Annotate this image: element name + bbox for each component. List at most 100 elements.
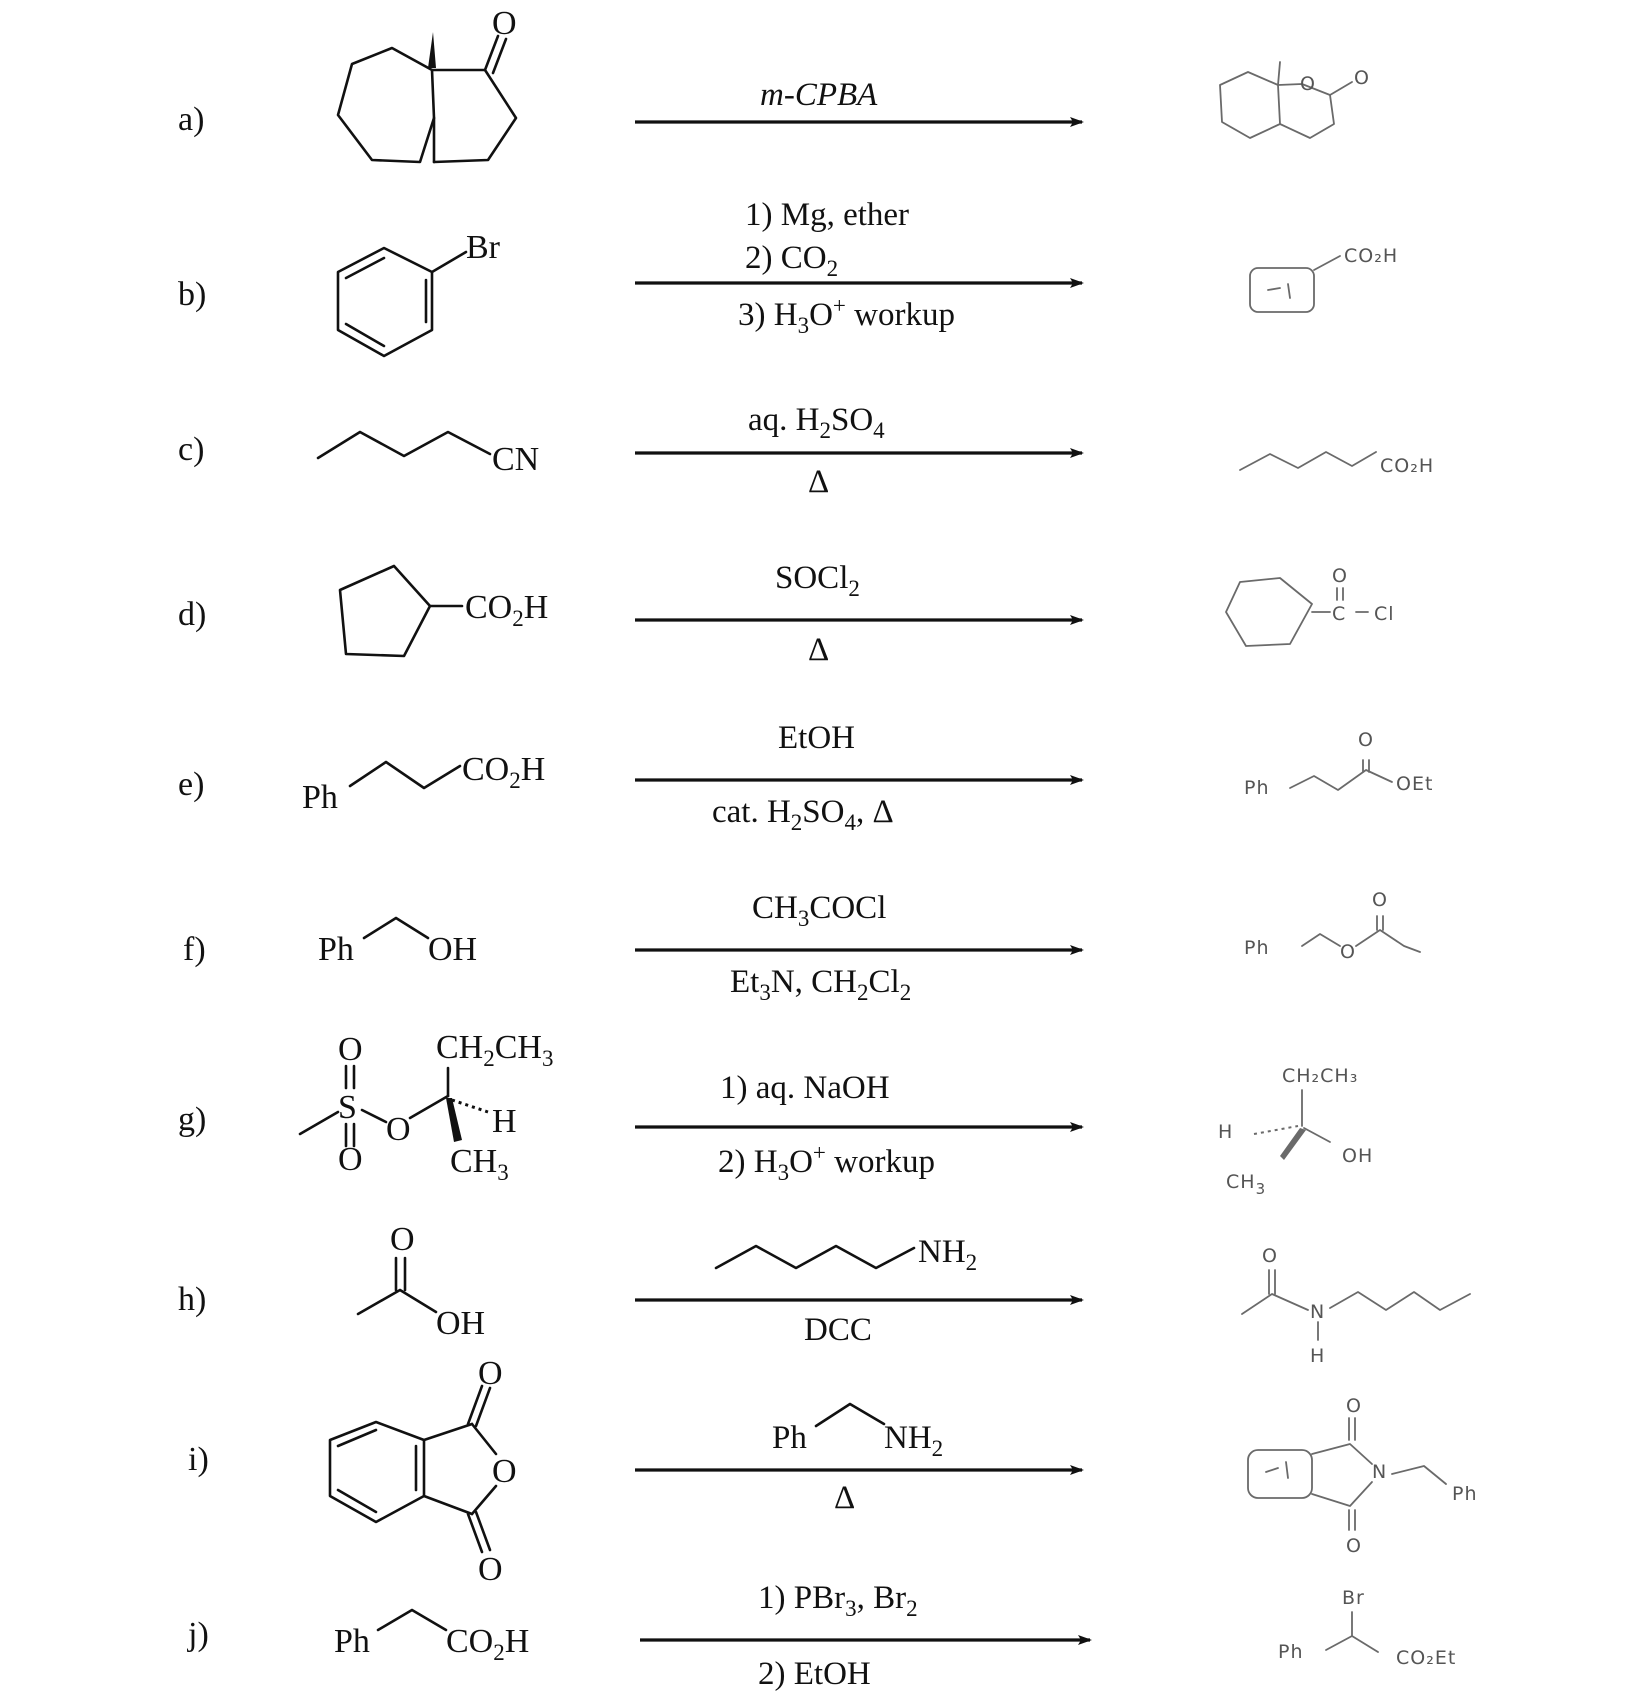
g-oxygen-top: O (338, 1031, 363, 1068)
reaction-h: O OH NH2 DCC O N H (356, 1221, 1471, 1367)
e-product: Ph O OEt (1244, 729, 1432, 799)
b-reagent-2: 2) CO2 (745, 240, 838, 281)
g-ethyl-group: CH2CH3 (436, 1029, 553, 1071)
i-reagent-phenyl: Ph (772, 1420, 807, 1456)
b-product: CO₂H (1249, 245, 1398, 313)
c-product-carboxyl: CO₂H (1380, 455, 1434, 477)
label-g: g) (178, 1101, 206, 1138)
b-starting-material: Br (336, 229, 501, 358)
a-ketone-oxygen: O (492, 5, 517, 42)
f-reagent-1: CH3COCl (752, 890, 886, 931)
f-hydroxyl: OH (428, 931, 477, 968)
i-product-oxygen-top: O (1346, 1395, 1362, 1417)
g-oxygen-bottom: O (338, 1141, 363, 1178)
f-phenyl: Ph (318, 931, 354, 968)
j-product-phenyl: Ph (1278, 1641, 1304, 1663)
e-product-phenyl: Ph (1244, 777, 1270, 799)
d-product-chlorine: Cl (1374, 603, 1395, 625)
i-carbonyl-oxygen-top: O (478, 1355, 503, 1392)
g-reagent-1: 1) aq. NaOH (720, 1070, 890, 1106)
reaction-g: O S O O CH2CH3 H CH3 1) aq. NaOH 2) H3O+… (298, 1029, 1373, 1198)
b-product-carboxyl: CO₂H (1344, 245, 1398, 267)
e-phenyl: Ph (302, 779, 338, 816)
reaction-f: Ph OH CH3COCl Et3N, CH2Cl2 Ph O O (318, 889, 1421, 1005)
g-product-hydroxyl: OH (1342, 1145, 1373, 1167)
g-sulfur: S (338, 1089, 357, 1126)
label-e: e) (178, 766, 204, 803)
d-carboxyl: CO2H (465, 589, 548, 631)
e-chain (348, 760, 462, 790)
f-reagent-2: Et3N, CH2Cl2 (730, 964, 911, 1005)
i-ring-oxygen: O (492, 1453, 517, 1490)
label-j: j) (187, 1616, 209, 1653)
d-cyclopentane (338, 564, 432, 658)
d-product: O C Cl (1225, 565, 1395, 647)
g-product-methyl: CH3 (1226, 1171, 1266, 1198)
h-product-nitrogen: N (1310, 1301, 1325, 1323)
c-product: CO₂H (1239, 451, 1434, 477)
i-product: N O O Ph (1247, 1395, 1478, 1557)
i-benzene-ring (328, 1420, 426, 1524)
a-product-carbonyl-oxygen: O (1354, 67, 1370, 89)
j-product: Br Ph CO₂Et (1278, 1587, 1456, 1669)
label-f: f) (183, 931, 206, 968)
h-product-hydrogen: H (1310, 1345, 1325, 1367)
j-product-bromine: Br (1342, 1587, 1365, 1609)
i-product-nitrogen: N (1372, 1461, 1387, 1483)
h-hydroxyl: OH (436, 1305, 485, 1342)
reaction-e: Ph CO2H EtOH cat. H2SO4, Δ Ph O OEt (302, 720, 1432, 835)
e-reagent-2: cat. H2SO4, Δ (712, 794, 894, 835)
d-product-carbon: C (1332, 603, 1346, 625)
j-phenyl: Ph (334, 1623, 370, 1660)
c-reagent-1: aq. H2SO4 (748, 402, 885, 443)
j-product-ester: CO₂Et (1396, 1647, 1456, 1669)
g-hydrogen: H (492, 1103, 517, 1140)
j-carboxyl: CO2H (446, 1623, 529, 1665)
a-product-ring-oxygen: O (1300, 73, 1316, 95)
reaction-c: CN aq. H2SO4 Δ CO₂H (316, 402, 1434, 500)
label-c: c) (178, 431, 204, 468)
b-bromine: Br (466, 229, 501, 266)
i-reagent-chain (814, 1402, 886, 1428)
label-d: d) (178, 596, 206, 633)
f-product-phenyl: Ph (1244, 937, 1270, 959)
reaction-i: O O O Ph NH2 Δ N O O Ph (328, 1355, 1478, 1588)
reaction-a: O m-CPBA O O (336, 5, 1370, 164)
reaction-b: Br 1) Mg, ether 2) CO2 3) H3O+ workup CO… (336, 197, 1398, 358)
reaction-d: CO2H SOCl2 Δ O C Cl (338, 560, 1395, 668)
g-reagent-2: 2) H3O+ workup (718, 1140, 935, 1185)
a-product: O O (1219, 61, 1370, 139)
i-product-phenyl: Ph (1452, 1483, 1478, 1505)
f-product: Ph O O (1244, 889, 1421, 963)
label-h: h) (178, 1281, 206, 1318)
j-reagent-1: 1) PBr3, Br2 (758, 1580, 918, 1621)
a-starting-material: O (336, 5, 518, 164)
h-oxygen: O (390, 1221, 415, 1258)
j-reagent-2: 2) EtOH (758, 1656, 871, 1692)
g-product-ethyl: CH₂CH₃ (1282, 1065, 1358, 1087)
e-carboxyl: CO2H (462, 751, 545, 793)
e-product-oxygen: O (1358, 729, 1374, 751)
f-chain (362, 916, 430, 940)
c-reagent-2: Δ (808, 464, 829, 500)
g-product: CH₂CH₃ H OH CH3 (1218, 1065, 1373, 1198)
reaction-j: Ph CO2H 1) PBr3, Br2 2) EtOH Br Ph CO₂Et (334, 1580, 1456, 1692)
label-i: i) (188, 1441, 209, 1478)
g-product-hydrogen: H (1218, 1121, 1233, 1143)
h-product: O N H (1241, 1245, 1471, 1367)
reaction-arrows (635, 117, 1092, 1645)
h-amine-chain (714, 1244, 916, 1270)
h-amine-group: NH2 (918, 1234, 977, 1275)
c-nitrile: CN (492, 441, 539, 478)
i-carbonyl-oxygen-bottom: O (478, 1551, 503, 1588)
g-ester-oxygen: O (386, 1111, 411, 1148)
row-labels: a) b) c) d) e) f) g) h) i) j) (178, 101, 209, 1653)
f-product-carbonyl-oxygen: O (1372, 889, 1388, 911)
a-reagent: m-CPBA (760, 77, 878, 113)
d-reagent-1: SOCl2 (775, 560, 860, 601)
b-reagent-1: 1) Mg, ether (745, 197, 909, 233)
h-reagent-2: DCC (804, 1312, 872, 1348)
c-chain (316, 430, 492, 460)
e-reagent-1: EtOH (778, 720, 855, 756)
